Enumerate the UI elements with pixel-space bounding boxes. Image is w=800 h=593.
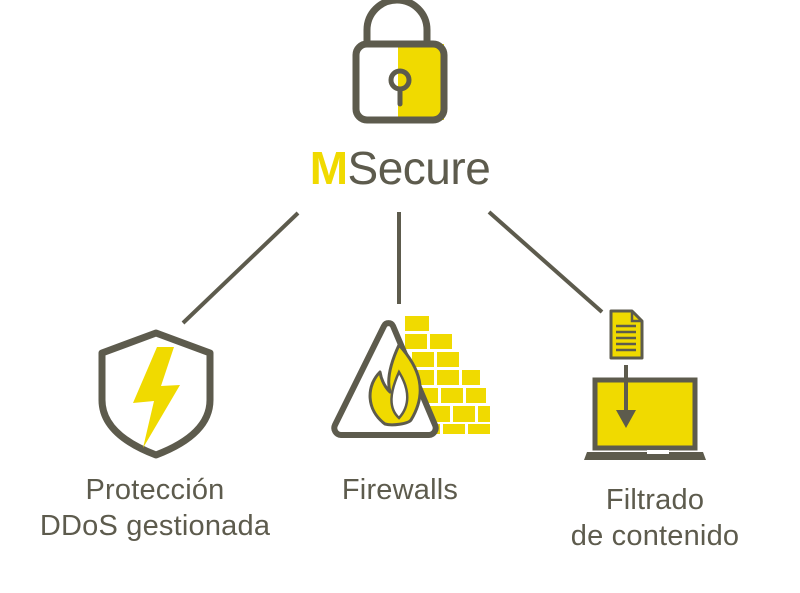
label-ddos-line1: Protección xyxy=(85,474,225,506)
label-firewalls: Firewalls xyxy=(305,472,495,508)
label-ddos-protection: Protección DDoS gestionada xyxy=(0,472,310,544)
label-content-filtering: Filtrado de contenido xyxy=(520,482,790,554)
brand-logo-m: M xyxy=(309,142,348,194)
brand-logo: MSecure xyxy=(0,143,800,193)
label-filter-line1: Filtrado xyxy=(605,484,705,516)
brand-logo-text: Secure xyxy=(347,142,491,194)
padlock-icon xyxy=(352,0,448,124)
firewall-bricks-flame-icon xyxy=(331,316,490,438)
label-filter-line2: de contenido xyxy=(570,520,740,552)
shield-lightning-icon xyxy=(98,329,214,459)
connector-lines xyxy=(181,210,604,325)
label-ddos-line2: DDoS gestionada xyxy=(39,510,271,542)
connector-right xyxy=(487,210,604,314)
connector-left xyxy=(181,211,300,325)
document-laptop-icon xyxy=(584,309,706,460)
label-firewalls-line1: Firewalls xyxy=(341,474,459,506)
